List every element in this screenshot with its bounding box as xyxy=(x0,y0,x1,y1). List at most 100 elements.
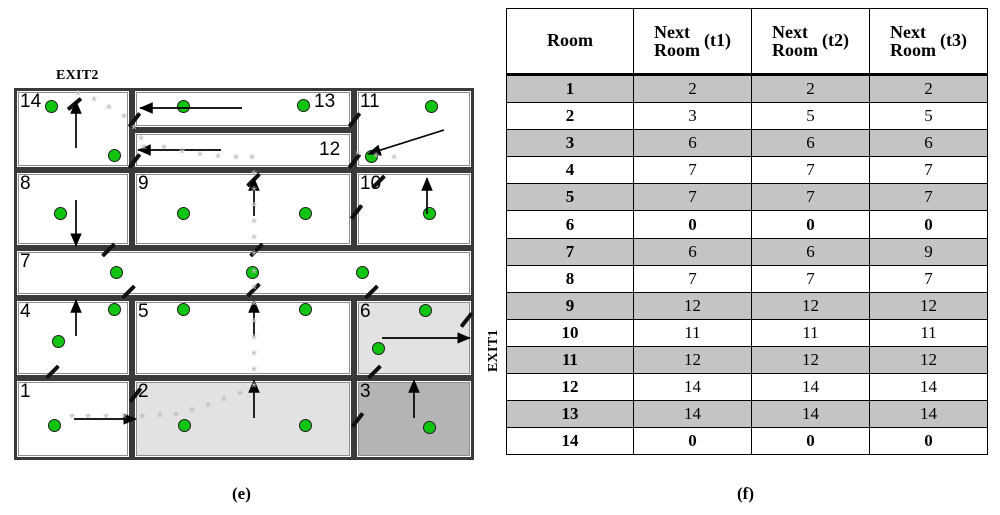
cell-t2: 6 xyxy=(751,237,870,266)
cell-room: 6 xyxy=(506,210,634,239)
column-header-room-text: Room xyxy=(547,30,593,51)
room-14-label: 14 xyxy=(20,91,42,112)
occupant-dot xyxy=(425,100,438,113)
room-1-label: 1 xyxy=(20,381,31,402)
cell-room: 9 xyxy=(506,291,634,320)
column-header-room: Room xyxy=(506,8,634,75)
cell-t1: 0 xyxy=(633,427,752,456)
room-2[interactable] xyxy=(132,378,354,460)
cell-t1: 3 xyxy=(633,102,752,131)
occupant-dot xyxy=(372,342,385,355)
cell-room: 14 xyxy=(506,427,634,456)
cell-t3: 6 xyxy=(869,129,988,158)
floorplan-diagram: 14 13 12 11 8 9 10 7 4 5 6 1 2 3 xyxy=(14,87,474,468)
cell-t3: 12 xyxy=(869,291,988,320)
cell-room: 2 xyxy=(506,102,634,131)
cell-t1: 12 xyxy=(633,345,752,375)
t1-paren: (t1) xyxy=(704,30,731,51)
occupant-dot xyxy=(177,100,190,113)
occupant-dot xyxy=(178,419,191,432)
column-header-t2: Next Room (t2) xyxy=(751,8,870,75)
cell-t1: 7 xyxy=(633,183,752,212)
occupant-dot xyxy=(299,207,312,220)
cell-t2: 11 xyxy=(751,318,870,347)
room-2-label: 2 xyxy=(138,381,149,402)
cell-room: 10 xyxy=(506,318,634,347)
cell-room: 5 xyxy=(506,183,634,212)
cell-t3: 14 xyxy=(869,373,988,402)
cell-t1: 7 xyxy=(633,156,752,185)
occupant-dot xyxy=(299,303,312,316)
room-8-label: 8 xyxy=(20,173,31,194)
cell-t1: 6 xyxy=(633,129,752,158)
room-9-label: 9 xyxy=(138,173,149,194)
occupant-dot xyxy=(52,335,65,348)
t1-main: Next xyxy=(654,21,690,42)
cell-t2: 14 xyxy=(751,373,870,402)
occupant-dot xyxy=(419,304,432,317)
room-5[interactable] xyxy=(132,298,354,378)
room-12-label: 12 xyxy=(319,139,341,160)
cell-t2: 7 xyxy=(751,264,870,293)
room-6[interactable] xyxy=(354,298,474,378)
room-8[interactable] xyxy=(14,170,132,248)
cell-t2: 0 xyxy=(751,210,870,239)
occupant-dot xyxy=(423,207,436,220)
room-9[interactable] xyxy=(132,170,354,248)
cell-room: 1 xyxy=(506,73,634,104)
cell-t1: 11 xyxy=(633,318,752,347)
cell-room: 11 xyxy=(506,345,634,375)
room-10-label: 10 xyxy=(360,173,382,194)
room-3[interactable] xyxy=(354,378,474,460)
t3-main: Next xyxy=(890,21,926,42)
room-13-label: 13 xyxy=(314,91,336,112)
cell-t2: 6 xyxy=(751,129,870,158)
room-5-label: 5 xyxy=(138,301,149,322)
occupant-dot xyxy=(108,303,121,316)
cell-t3: 11 xyxy=(869,318,988,347)
cell-t3: 5 xyxy=(869,102,988,131)
cell-t3: 2 xyxy=(869,73,988,104)
room-11-label: 11 xyxy=(360,91,380,112)
cell-t3: 14 xyxy=(869,400,988,429)
occupant-dot xyxy=(246,266,259,279)
column-header-t1: Next Room (t1) xyxy=(633,8,752,75)
room-1[interactable] xyxy=(14,378,132,460)
room-7-label: 7 xyxy=(20,251,31,272)
room-7[interactable] xyxy=(14,248,474,298)
cell-room: 7 xyxy=(506,237,634,266)
cell-t1: 14 xyxy=(633,373,752,402)
cell-t3: 12 xyxy=(869,345,988,375)
cell-t3: 0 xyxy=(869,427,988,456)
t2-paren: (t2) xyxy=(822,30,849,51)
occupant-dot xyxy=(297,99,310,112)
column-header-t3: Next Room (t3) xyxy=(869,8,988,75)
cell-t2: 7 xyxy=(751,183,870,212)
room-6-label: 6 xyxy=(360,301,371,322)
occupant-dot xyxy=(110,266,123,279)
cell-t2: 12 xyxy=(751,345,870,375)
cell-room: 12 xyxy=(506,373,634,402)
room-3-label: 3 xyxy=(360,381,371,402)
occupant-dot xyxy=(177,303,190,316)
room-4-label: 4 xyxy=(20,301,31,322)
panel-e-caption: (e) xyxy=(232,484,251,503)
room-13[interactable] xyxy=(132,88,354,130)
routing-table-panel: Room Next Room (t1) Next xyxy=(495,0,1000,515)
cell-t1: 2 xyxy=(633,73,752,104)
cell-t1: 12 xyxy=(633,291,752,320)
